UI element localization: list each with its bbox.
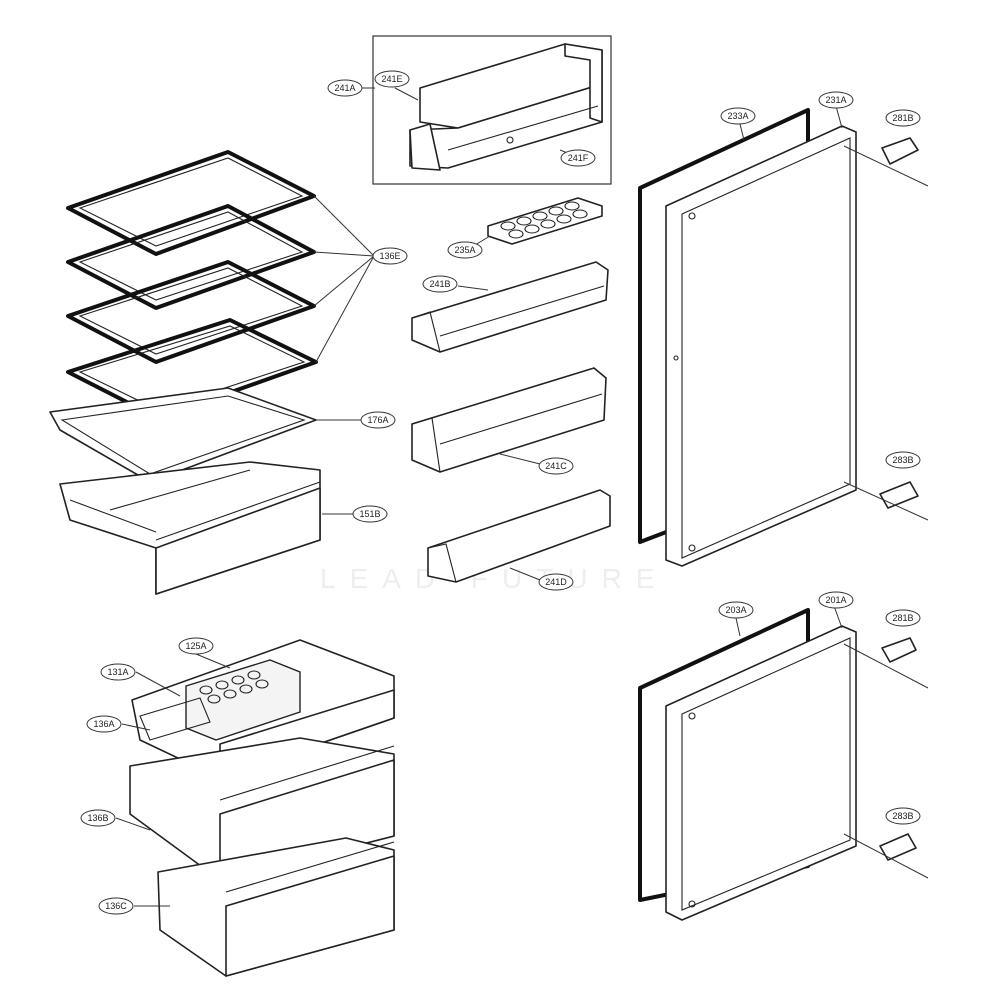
callout-241a: 241A xyxy=(327,79,363,97)
hinge-283b-bottom xyxy=(843,833,929,879)
drawer-151b-rail xyxy=(69,499,157,533)
lower-door-assembly xyxy=(638,608,929,921)
cover-inner xyxy=(60,395,306,475)
callout-281b-top: 281B xyxy=(885,109,921,127)
callout-235a: 235A xyxy=(447,241,483,259)
svg-text:241C: 241C xyxy=(545,461,567,471)
callout-203a: 203A xyxy=(718,601,754,619)
svg-text:241B: 241B xyxy=(429,279,450,289)
svg-text:233A: 233A xyxy=(727,111,748,121)
callout-131a: 131A xyxy=(100,663,136,681)
bin-241c-rim xyxy=(439,393,603,445)
callout-125a: 125A xyxy=(178,637,214,655)
callout-136b: 136B xyxy=(80,809,116,827)
door-bin-241b xyxy=(411,261,609,353)
svg-text:125A: 125A xyxy=(185,641,206,651)
svg-text:136E: 136E xyxy=(379,251,400,261)
callout-136e: 136E xyxy=(372,247,408,265)
callout-201a: 201A xyxy=(818,591,854,609)
callout-241f: 241F xyxy=(560,149,596,167)
freezer-drawer-136c xyxy=(157,837,395,977)
svg-text:283B: 283B xyxy=(892,455,913,465)
callout-136a: 136A xyxy=(86,715,122,733)
crisper-drawer-151b xyxy=(59,461,321,595)
door-201a-inner xyxy=(681,637,851,911)
door-201a-panel xyxy=(665,625,857,921)
svg-text:176A: 176A xyxy=(367,415,388,425)
bin-left-end xyxy=(409,123,441,171)
svg-text:241F: 241F xyxy=(568,153,589,163)
svg-text:281B: 281B xyxy=(892,613,913,623)
callout-176a: 176A xyxy=(360,411,396,429)
callout-283b-bottom: 283B xyxy=(885,807,921,825)
cover-glass xyxy=(49,387,317,483)
bin-241b-body xyxy=(411,261,609,353)
detail-frame xyxy=(372,35,612,185)
drawer-151b-lip xyxy=(155,481,321,541)
glass-shelves-136e xyxy=(66,150,318,420)
callout-241e: 241E xyxy=(374,70,410,88)
svg-text:231A: 231A xyxy=(825,95,846,105)
svg-text:241E: 241E xyxy=(381,74,402,84)
ice-tray-cups xyxy=(199,670,269,704)
crisper-cover-176a xyxy=(49,387,317,483)
upper-door-assembly xyxy=(638,108,929,567)
callout-241d: 241D xyxy=(538,573,574,591)
callout-241c: 241C xyxy=(538,457,574,475)
bin-hole xyxy=(506,136,514,144)
svg-text:201A: 201A xyxy=(825,595,846,605)
door-231a-inner xyxy=(681,137,851,559)
callout-136c: 136C xyxy=(98,897,134,915)
callout-283b-top: 283B xyxy=(885,451,921,469)
freezer-drawer-136a xyxy=(131,639,395,779)
svg-text:281B: 281B xyxy=(892,113,913,123)
svg-text:241D: 241D xyxy=(545,577,567,587)
svg-text:131A: 131A xyxy=(107,667,128,677)
bin-241c-edge xyxy=(411,417,441,473)
drawer-151b-inner xyxy=(109,469,251,511)
door-bin-241c xyxy=(411,367,607,473)
drawer-136b-front xyxy=(219,759,395,881)
callout-231a: 231A xyxy=(818,91,854,109)
bin-241d-edge xyxy=(427,543,457,583)
bin-241b-edge xyxy=(411,311,441,353)
callout-241b: 241B xyxy=(422,275,458,293)
svg-text:203A: 203A xyxy=(725,605,746,615)
hinge-281b-bottom xyxy=(843,637,929,689)
svg-text:136B: 136B xyxy=(87,813,108,823)
callout-233a: 233A xyxy=(720,107,756,125)
egg-tray-cups xyxy=(500,201,588,239)
svg-text:136A: 136A xyxy=(93,719,114,729)
svg-text:151B: 151B xyxy=(359,509,380,519)
svg-text:283B: 283B xyxy=(892,811,913,821)
door-bin-241d xyxy=(427,489,611,583)
shelf-3 xyxy=(66,260,316,364)
svg-text:235A: 235A xyxy=(454,245,475,255)
drawer-151b-front xyxy=(155,487,321,595)
egg-tray-body xyxy=(487,197,603,245)
callout-281b-bottom: 281B xyxy=(885,609,921,627)
drawer-136c-lip xyxy=(225,841,395,893)
door-231a-panel xyxy=(665,125,857,567)
callout-labels: 241A 241E 241F 235A 241B 241C 241D 136E … xyxy=(80,70,921,915)
egg-tray-235a xyxy=(487,197,603,245)
svg-text:241A: 241A xyxy=(334,83,355,93)
leader-lines xyxy=(115,87,843,907)
svg-text:136C: 136C xyxy=(105,901,127,911)
drawer-136c-front xyxy=(225,855,395,977)
ice-tray-125a xyxy=(185,659,301,741)
door-bin-241a-assembly xyxy=(372,35,612,185)
bin-241c-body xyxy=(411,367,607,473)
bin-rim-line xyxy=(447,105,599,151)
ice-bin-131a xyxy=(139,697,211,741)
bin-241b-rim xyxy=(439,285,605,337)
bin-right-side xyxy=(564,43,603,123)
bin-241d-body xyxy=(427,489,611,583)
hinge-283b-top xyxy=(843,481,929,521)
callout-151b: 151B xyxy=(352,505,388,523)
drawer-136b-lip xyxy=(219,745,395,801)
hinge-281b-top xyxy=(843,137,929,187)
